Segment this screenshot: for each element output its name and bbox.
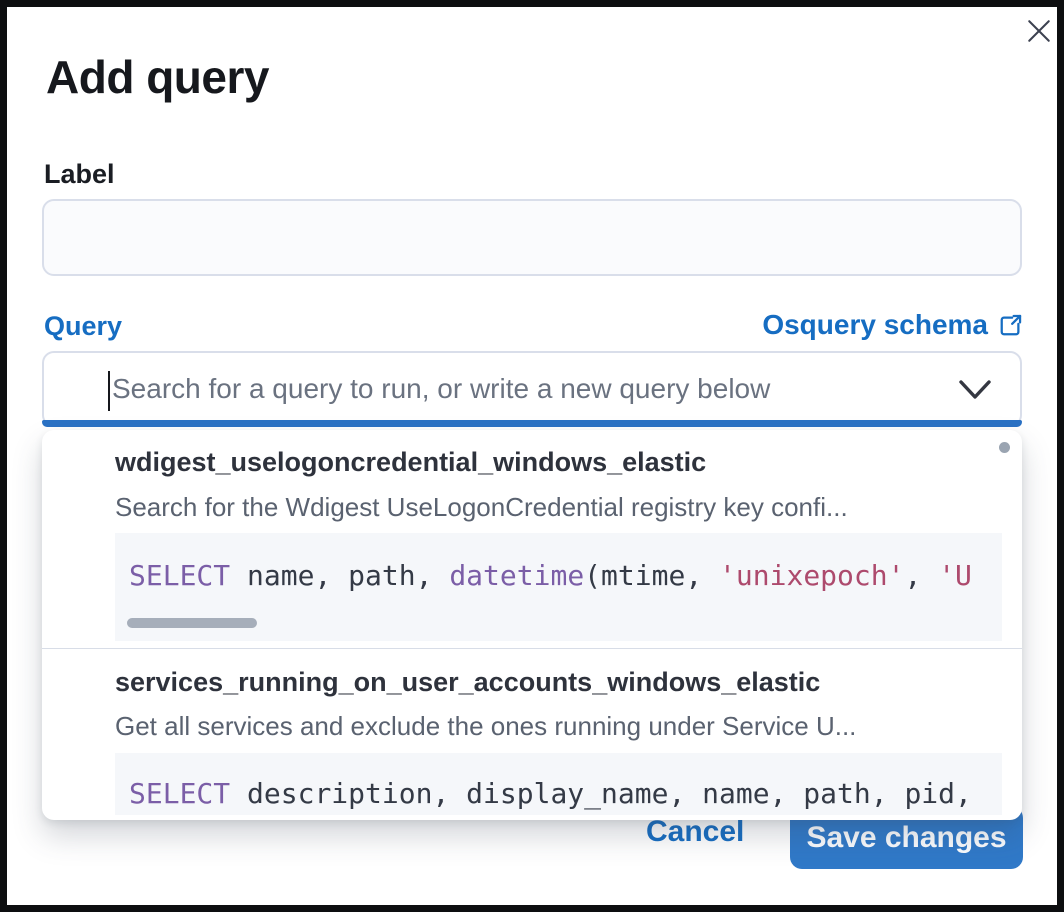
close-icon [1026, 18, 1052, 44]
horizontal-scrollbar-thumb[interactable] [127, 618, 257, 628]
external-link-icon [997, 312, 1024, 339]
query-option-description: Get all services and exclude the ones ru… [115, 711, 857, 741]
chevron-down-icon[interactable] [958, 379, 992, 401]
query-suggestions-dropdown: wdigest_uselogoncredential_windows_elast… [42, 430, 1022, 820]
option-divider [42, 648, 1022, 649]
query-option-sql-snippet: SELECT description, display_name, name, … [115, 753, 1002, 815]
query-option-sql-snippet: SELECT name, path, datetime(mtime, 'unix… [115, 533, 1002, 641]
label-field-label: Label [44, 159, 115, 189]
query-field-label: Query [44, 311, 123, 341]
osquery-schema-link[interactable]: Osquery schema [762, 309, 1024, 341]
vertical-scrollbar-thumb[interactable] [999, 442, 1010, 453]
osquery-schema-link-text: Osquery schema [762, 309, 988, 340]
query-search-input[interactable] [112, 353, 932, 425]
query-option-title: wdigest_uselogoncredential_windows_elast… [115, 447, 707, 477]
cancel-button[interactable]: Cancel [646, 815, 745, 848]
close-button[interactable] [1020, 12, 1058, 50]
query-option-title: services_running_on_user_accounts_window… [115, 667, 821, 697]
modal-title: Add query [46, 51, 269, 103]
label-input[interactable] [42, 199, 1022, 276]
focus-underline [42, 420, 1022, 427]
query-search-combobox [42, 351, 1022, 427]
query-option-description: Search for the Wdigest UseLogonCredentia… [115, 492, 848, 522]
text-cursor [108, 371, 110, 411]
